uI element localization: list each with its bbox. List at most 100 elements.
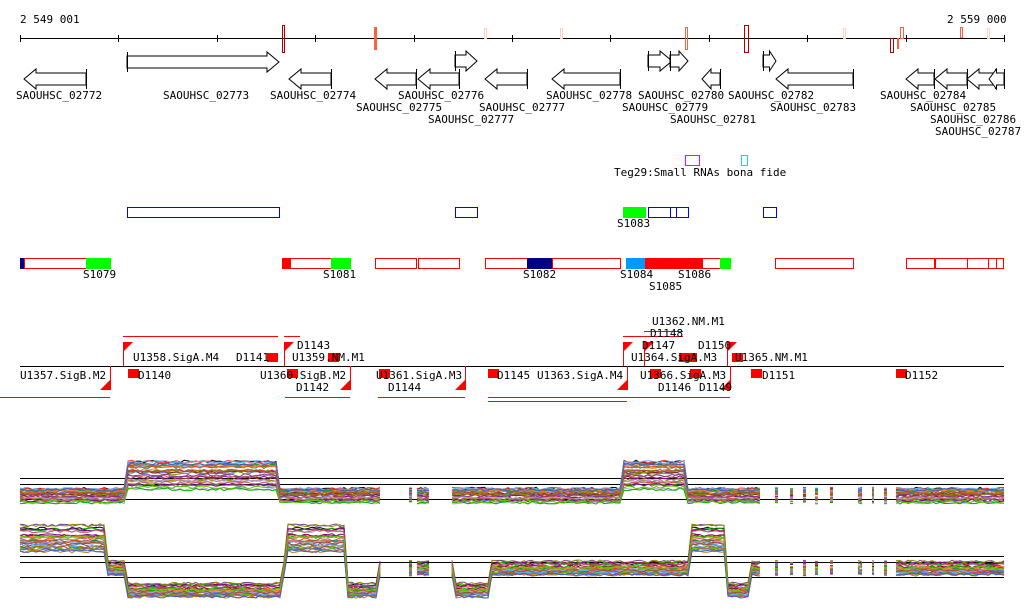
segment-block[interactable] bbox=[720, 258, 731, 269]
transcript-end-flag-icon[interactable] bbox=[720, 380, 730, 390]
gene-segment[interactable] bbox=[648, 207, 671, 218]
segment-label[interactable]: S1084 bbox=[620, 268, 654, 281]
segment-block[interactable] bbox=[331, 258, 351, 269]
gene-label[interactable]: SAOUHSC_02777 bbox=[479, 101, 566, 114]
signal-marker[interactable] bbox=[890, 38, 894, 53]
transcript-label[interactable]: U1364.SigA.M3 bbox=[631, 351, 718, 364]
gene-arrow-left-icon[interactable] bbox=[934, 67, 968, 91]
gene-arrow-right-icon[interactable] bbox=[669, 49, 689, 73]
gene-label[interactable]: SAOUHSC_02773 bbox=[163, 89, 250, 102]
segment-block[interactable] bbox=[24, 258, 87, 269]
transcript-start-flag-icon[interactable] bbox=[284, 342, 294, 352]
downshift-marker[interactable] bbox=[328, 353, 339, 362]
gene-label[interactable]: SAOUHSC_02775 bbox=[356, 101, 443, 114]
gene-segment[interactable] bbox=[763, 207, 777, 218]
transcript-end-flag-icon[interactable] bbox=[455, 380, 465, 390]
segment-block[interactable] bbox=[996, 258, 1004, 269]
downshift-label[interactable]: D1142 bbox=[296, 381, 330, 394]
gene-label[interactable]: SAOUHSC_02779 bbox=[622, 101, 709, 114]
downshift-marker[interactable] bbox=[650, 369, 661, 378]
segment-block[interactable] bbox=[988, 258, 997, 269]
downshift-label[interactable]: D1145 bbox=[497, 369, 531, 382]
gene-arrow-left-icon[interactable] bbox=[417, 67, 460, 91]
gene-arrow-left-icon[interactable] bbox=[23, 67, 87, 91]
gene-label[interactable]: SAOUHSC_02781 bbox=[670, 113, 757, 126]
segment-block[interactable] bbox=[906, 258, 935, 269]
downshift-label[interactable]: D1141 bbox=[236, 351, 270, 364]
transcript-label[interactable]: U1360.SigB.M2 bbox=[260, 369, 347, 382]
segment-block[interactable] bbox=[935, 258, 968, 269]
signal-marker[interactable] bbox=[960, 27, 963, 38]
segment-label[interactable]: S1079 bbox=[83, 268, 117, 281]
transcript-label[interactable]: U1362.NM.M1 bbox=[652, 315, 725, 328]
gene-segment[interactable] bbox=[127, 207, 280, 218]
downshift-marker[interactable] bbox=[686, 353, 697, 362]
signal-marker[interactable] bbox=[897, 38, 899, 49]
segment-block[interactable] bbox=[645, 258, 703, 269]
signal-marker[interactable] bbox=[282, 25, 285, 53]
segment-block[interactable] bbox=[418, 258, 460, 269]
gene-arrow-left-icon[interactable] bbox=[374, 67, 417, 91]
signal-marker[interactable] bbox=[744, 25, 749, 53]
signal-marker[interactable] bbox=[685, 27, 688, 50]
gene-label[interactable]: SAOUHSC_02782 bbox=[728, 89, 815, 102]
segment-block[interactable] bbox=[702, 258, 721, 269]
gene-arrow-left-icon[interactable] bbox=[966, 67, 996, 91]
gene-label[interactable]: SAOUHSC_02786 bbox=[930, 113, 1017, 126]
downshift-marker[interactable] bbox=[267, 353, 278, 362]
gene-label[interactable]: SAOUHSC_02777 bbox=[428, 113, 515, 126]
downshift-marker[interactable] bbox=[287, 369, 298, 378]
signal-marker[interactable] bbox=[843, 28, 846, 39]
gene-label[interactable]: SAOUHSC_02787 bbox=[935, 125, 1022, 138]
transcript-label[interactable]: U1357.SigB.M2 bbox=[20, 369, 107, 382]
downshift-label[interactable]: D1147 bbox=[642, 339, 676, 352]
downshift-marker[interactable] bbox=[751, 369, 762, 378]
segment-block[interactable] bbox=[623, 207, 646, 218]
transcript-label[interactable]: U1358.SigA.M4 bbox=[133, 351, 220, 364]
segment-block[interactable] bbox=[552, 258, 621, 269]
downshift-label[interactable]: D1152 bbox=[905, 369, 939, 382]
transcript-end-flag-icon[interactable] bbox=[617, 380, 627, 390]
downshift-label[interactable]: D1144 bbox=[388, 381, 422, 394]
segment-block[interactable] bbox=[282, 258, 291, 269]
gene-arrow-left-icon[interactable] bbox=[775, 67, 854, 91]
srna-feature[interactable] bbox=[741, 155, 748, 166]
downshift-marker[interactable] bbox=[732, 353, 743, 362]
gene-arrow-left-icon[interactable] bbox=[484, 67, 528, 91]
transcript-end-flag-icon[interactable] bbox=[100, 380, 110, 390]
gene-arrow-left-icon[interactable] bbox=[288, 67, 332, 91]
gene-arrow-right-icon[interactable] bbox=[126, 50, 280, 74]
gene-segment[interactable] bbox=[455, 207, 478, 218]
downshift-label[interactable]: D1148 bbox=[650, 327, 684, 340]
segment-block[interactable] bbox=[375, 258, 417, 269]
downshift-label[interactable]: D1149 bbox=[699, 381, 733, 394]
segment-label[interactable]: S1085 bbox=[649, 280, 683, 293]
gene-arrow-left-icon[interactable] bbox=[551, 67, 621, 91]
gene-label[interactable]: SAOUHSC_02785 bbox=[910, 101, 997, 114]
segment-label[interactable]: S1081 bbox=[323, 268, 357, 281]
segment-label[interactable]: S1086 bbox=[678, 268, 712, 281]
downshift-marker[interactable] bbox=[128, 369, 139, 378]
signal-marker[interactable] bbox=[484, 28, 487, 39]
gene-arrow-right-icon[interactable] bbox=[762, 49, 777, 73]
transcript-label[interactable]: U1365.NM.M1 bbox=[735, 351, 808, 364]
segment-block[interactable] bbox=[290, 258, 332, 269]
segment-block[interactable] bbox=[485, 258, 528, 269]
downshift-marker[interactable] bbox=[488, 369, 499, 378]
segment-block[interactable] bbox=[86, 258, 111, 269]
segment-block[interactable] bbox=[967, 258, 989, 269]
downshift-label[interactable]: D1151 bbox=[762, 369, 796, 382]
downshift-label[interactable]: D1146 bbox=[658, 381, 692, 394]
gene-segment[interactable] bbox=[670, 207, 677, 218]
transcript-start-flag-icon[interactable] bbox=[623, 342, 633, 352]
downshift-label[interactable]: D1150 bbox=[698, 339, 732, 352]
transcript-start-flag-icon[interactable] bbox=[644, 342, 654, 352]
segment-block[interactable] bbox=[626, 258, 646, 269]
downshift-label[interactable]: D1140 bbox=[138, 369, 172, 382]
gene-arrow-right-icon[interactable] bbox=[647, 49, 673, 73]
gene-label[interactable]: SAOUHSC_02780 bbox=[638, 89, 725, 102]
transcript-label[interactable]: U1359.NM.M1 bbox=[292, 351, 365, 364]
gene-arrow-left-icon[interactable] bbox=[905, 67, 935, 91]
signal-marker[interactable] bbox=[900, 27, 904, 39]
downshift-marker[interactable] bbox=[896, 369, 907, 378]
